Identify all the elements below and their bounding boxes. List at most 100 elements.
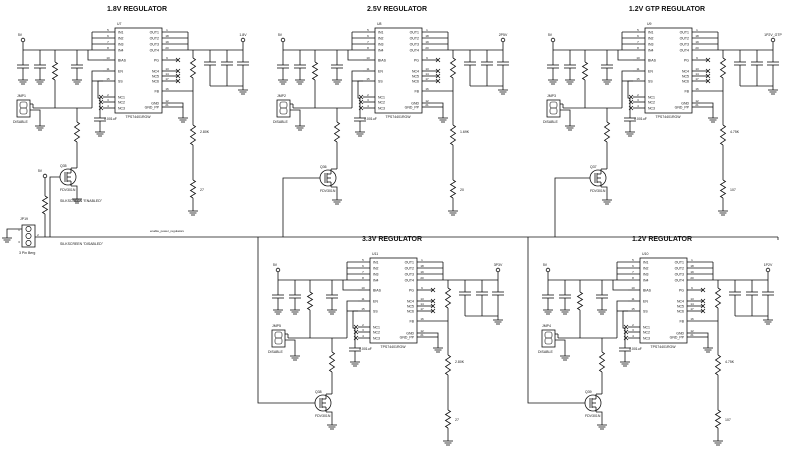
no-connect-icon: [175, 73, 181, 79]
pin-name: EN: [373, 299, 378, 303]
resistor-icon: [714, 354, 722, 376]
pin-name: GND_PP: [400, 335, 415, 339]
pin-number: 3: [107, 98, 109, 102]
jumper-icon: [549, 107, 558, 115]
header-icon: [21, 224, 36, 248]
ic-part-number: TPS74401RGW: [380, 345, 406, 349]
pin-name: OUT2: [405, 266, 414, 270]
header-pin-icon: [25, 233, 32, 239]
pin-name: IN4: [378, 48, 384, 52]
pin-number: 18: [695, 34, 699, 38]
pin-name: SS: [648, 79, 653, 83]
pin-number: 18: [690, 264, 694, 268]
ic-part-number: TPS74401RGW: [125, 115, 151, 119]
transistor-part: FDV301N: [315, 414, 331, 418]
ic-refdes: U10: [642, 252, 648, 256]
terminal-icon: [280, 37, 286, 43]
regulator-title: 2.5V REGULATOR: [367, 6, 427, 13]
output-net-label: 1P2V_GTP: [764, 33, 782, 37]
pin-number: 13: [420, 297, 424, 301]
pin-number: 12: [695, 99, 699, 103]
supply-label: 5V: [38, 169, 43, 173]
regulator-title: 1.2V GTP REGULATOR: [629, 6, 705, 13]
pin-number: 1: [166, 28, 168, 32]
pin-name: OUT3: [675, 272, 684, 276]
wire: [527, 237, 585, 404]
pin-number: 10: [361, 286, 365, 290]
output-net-label: 1.8V: [239, 33, 247, 37]
regulator-block: 1.2V REGULATORU10TPS74401RGWIN15IN26IN37…: [538, 236, 774, 446]
pin-name: NC1: [118, 95, 125, 99]
wire: [425, 332, 439, 344]
ic-part-number: TPS74401RGW: [650, 345, 676, 349]
terminal-icon: [20, 37, 26, 43]
fb-resistor-value: 27: [200, 188, 204, 192]
wire: [352, 310, 358, 348]
pin-name: IN4: [643, 278, 649, 282]
pin-number: 17: [420, 307, 424, 311]
jumper-icon: [541, 329, 556, 348]
ic-part-number: TPS74401RGW: [655, 115, 681, 119]
pin-name: NC1: [648, 95, 655, 99]
pin-name: OUT2: [675, 266, 684, 270]
pin-name: GND: [411, 101, 419, 105]
resistor-icon: [714, 409, 722, 429]
transistor-refdes: Q39: [585, 390, 592, 394]
wire: [612, 280, 628, 291]
resistor-icon: [51, 61, 59, 81]
resistor-icon: [598, 351, 606, 373]
pin-name: FB: [410, 319, 415, 323]
pin-name: NC3: [648, 106, 655, 110]
wire: [257, 237, 315, 404]
wire: [97, 80, 103, 118]
pin-name: BIAS: [643, 288, 652, 292]
pin-name: GND: [406, 331, 414, 335]
jumper-icon: [544, 337, 553, 345]
regulator-block: 1.8V REGULATORU7TPS74401RGWIN15IN26IN37I…: [13, 6, 249, 216]
pin-name: FB: [155, 89, 160, 93]
fb-resistor-value: 1.69K: [460, 130, 470, 134]
fb-resistor-value: 27: [455, 418, 459, 422]
input-net-label: 5V: [548, 33, 553, 37]
pin-number: 14: [695, 72, 699, 76]
pin-number: 19: [690, 270, 694, 274]
resistor-icon: [449, 179, 457, 199]
pin-name: OUT2: [150, 36, 159, 40]
jumper-icon: [19, 101, 28, 109]
pin-name: OUT1: [675, 260, 684, 264]
silkscreen-enabled-label: SILKSCREEN "ENABLED": [60, 199, 103, 203]
wire: [71, 185, 78, 195]
wire: [554, 177, 590, 237]
no-connect-icon: [430, 303, 436, 309]
input-net-label: 5V: [543, 263, 548, 267]
pin-number: 9: [166, 56, 168, 60]
pin-name: FB: [680, 319, 685, 323]
pin-name: PG: [684, 58, 689, 62]
pin-number: 15: [106, 77, 110, 81]
pin-name: GND_PP: [670, 335, 685, 339]
resistor-icon: [189, 124, 197, 146]
pin-number: 3: [362, 328, 364, 332]
fb-resistor-value: 4.75K: [730, 130, 740, 134]
pin-number: 14: [420, 302, 424, 306]
pin-name: NC2: [643, 330, 650, 334]
pin-name: SS: [118, 79, 123, 83]
pin-name: EN: [648, 69, 653, 73]
pin-number: 11: [106, 67, 109, 71]
pin-number: 10: [636, 56, 640, 60]
pin-name: GND: [676, 331, 684, 335]
transistor-part: FDV301N: [590, 189, 606, 193]
pin-name: PG: [679, 288, 684, 292]
no-connect-icon: [435, 78, 441, 84]
pin-number: 11: [631, 297, 634, 301]
pin-name: NC2: [118, 100, 125, 104]
pin-number: 4: [637, 104, 639, 108]
pin-number: 20: [690, 276, 694, 280]
transistor-part: FDV301N: [585, 414, 601, 418]
transistor-part: FDV301N: [320, 189, 336, 193]
pin-number: 12: [165, 99, 169, 103]
pin-name: IN3: [643, 272, 649, 276]
wire: [91, 70, 103, 108]
pin-name: OUT2: [680, 36, 689, 40]
fb-resistor-value: 2.80K: [455, 360, 465, 364]
